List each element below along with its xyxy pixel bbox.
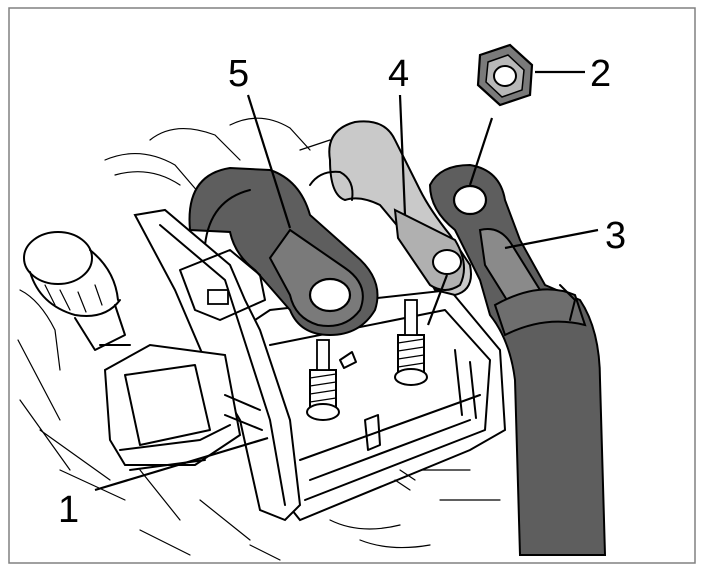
callout-2: 2 [590,53,611,95]
callout-5: 5 [228,53,249,95]
stud-right [394,299,428,386]
terminal-studs [306,299,428,421]
callout-3: 3 [605,215,626,257]
leader-4 [398,94,407,216]
left-knob [23,231,131,351]
leader-3 [504,228,599,250]
leader-nut-stud [468,117,494,186]
leader-lines [94,70,599,492]
callout-1: 1 [58,489,79,531]
leader-5 [246,94,292,229]
cover-clip-1 [103,208,302,522]
leader-1 [94,436,269,492]
leader-lug-stud [426,274,449,326]
terminal-housing [238,288,507,522]
nut-2 [476,43,534,107]
callout-4: 4 [388,53,409,95]
cable-5-dark-lug [188,166,379,337]
background-engine-bay [17,117,501,561]
cable-4-light-lug [309,120,472,297]
cable-3-main [428,163,607,556]
stud-left [306,339,340,421]
